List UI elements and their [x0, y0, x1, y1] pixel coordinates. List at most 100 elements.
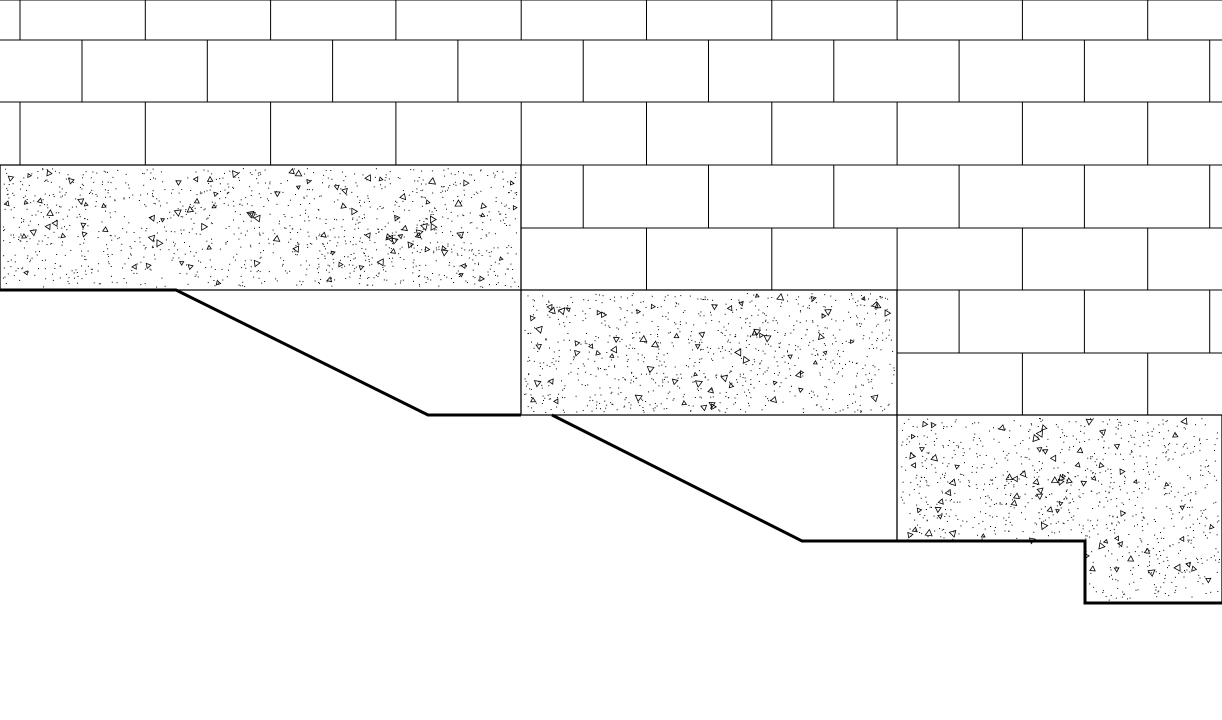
stipple-dot — [1185, 527, 1187, 529]
stipple-dot — [694, 397, 696, 398]
stipple-dot — [1078, 489, 1080, 491]
stipple-dot — [30, 202, 32, 204]
stipple-dot — [886, 319, 888, 321]
stipple-dot — [344, 186, 346, 188]
stipple-dot — [222, 279, 224, 281]
stipple-dot — [286, 272, 288, 274]
stipple-dot — [1028, 437, 1030, 439]
stipple-dot — [856, 315, 857, 317]
stipple-dot — [766, 370, 768, 372]
stipple-dot — [839, 329, 841, 331]
stipple-dot — [219, 198, 221, 200]
stipple-dot — [802, 305, 804, 307]
aggregate-mark — [341, 187, 348, 195]
stipple-dot — [1214, 460, 1216, 462]
stipple-dot — [1114, 532, 1116, 534]
stipple-dot — [614, 365, 615, 367]
stipple-dot — [1181, 500, 1183, 502]
stipple-dot — [980, 497, 981, 499]
stipple-dot — [549, 366, 551, 367]
stipple-dot — [1108, 447, 1110, 449]
stipple-dot — [353, 258, 355, 260]
stipple-dot — [758, 380, 760, 382]
stipple-dot — [759, 327, 761, 329]
stipple-dot — [1137, 496, 1139, 498]
aggregate-mark — [340, 202, 348, 209]
stipple-dot — [4, 229, 6, 231]
stipple-dot — [525, 385, 527, 387]
stipple-dot — [211, 201, 213, 203]
aggregate-mark — [1164, 481, 1170, 487]
stipple-dot — [1153, 428, 1155, 430]
stipple-dot — [1163, 560, 1165, 562]
stipple-dot — [372, 284, 374, 286]
stipple-dot — [1064, 498, 1065, 500]
stipple-dot — [169, 211, 171, 213]
stipple-dot — [226, 241, 228, 242]
stipple-dot — [26, 189, 27, 191]
aggregate-mark — [397, 233, 404, 240]
stipple-dot — [855, 301, 857, 303]
stipple-dot — [1157, 558, 1159, 560]
stipple-dot — [12, 183, 14, 185]
stipple-dot — [660, 403, 662, 405]
stipple-dot — [989, 515, 991, 517]
aggregate-mark — [849, 338, 855, 345]
stipple-dot — [353, 270, 355, 272]
stipple-dot — [1214, 475, 1216, 477]
stipple-dot — [417, 245, 418, 246]
stipple-dot — [23, 219, 25, 221]
stipple-dot — [1126, 492, 1128, 494]
stipple-dot — [1153, 471, 1154, 473]
stipple-dot — [340, 188, 342, 190]
stipple-dot — [902, 481, 904, 483]
stipple-dot — [909, 494, 911, 496]
stipple-dot — [972, 439, 974, 441]
stipple-dot — [811, 353, 813, 355]
stipple-dot — [724, 335, 726, 336]
stipple-dot — [1028, 431, 1030, 432]
stipple-dot — [767, 398, 769, 400]
stipple-dot — [750, 370, 752, 372]
stipple-dot — [1055, 522, 1057, 524]
stipple-dot — [633, 337, 635, 339]
stipple-dot — [1087, 519, 1089, 521]
stipple-dot — [195, 171, 197, 173]
stipple-dot — [885, 337, 887, 339]
stipple-dot — [1156, 538, 1158, 540]
stipple-dot — [665, 316, 667, 318]
stipple-dot — [50, 243, 52, 245]
stipple-dot — [77, 236, 79, 238]
stipple-dot — [921, 476, 923, 478]
stipple-dot — [1033, 531, 1035, 533]
stipple-dot — [811, 397, 813, 398]
stipple-dot — [934, 530, 936, 532]
stipple-dot — [767, 297, 769, 299]
stipple-dot — [1056, 501, 1058, 503]
aggregate-mark — [1012, 492, 1021, 500]
stipple-dot — [1124, 477, 1126, 479]
stipple-dot — [337, 242, 339, 244]
stipple-dot — [841, 375, 843, 377]
stipple-dot — [729, 372, 731, 374]
stipple-dot — [1079, 441, 1081, 443]
aggregate-mark — [1046, 506, 1054, 513]
stipple-dot — [730, 299, 732, 300]
stipple-dot — [639, 337, 641, 339]
stipple-dot — [325, 169, 327, 171]
stipple-dot — [747, 335, 749, 337]
stipple-dot — [374, 176, 376, 178]
stipple-dot — [1131, 451, 1133, 453]
stipple-dot — [862, 338, 864, 340]
stipple-dot — [1140, 578, 1142, 579]
stipple-dot — [1218, 561, 1220, 563]
stipple-dot — [811, 300, 813, 302]
stipple-dot — [652, 390, 654, 392]
stipple-dot — [870, 409, 872, 411]
stipple-dot — [1142, 530, 1144, 532]
stipple-dot — [992, 483, 994, 485]
stipple-dot — [1073, 501, 1075, 503]
stipple-dot — [62, 241, 63, 243]
stipple-dot — [468, 257, 470, 259]
stipple-dot — [770, 345, 772, 347]
